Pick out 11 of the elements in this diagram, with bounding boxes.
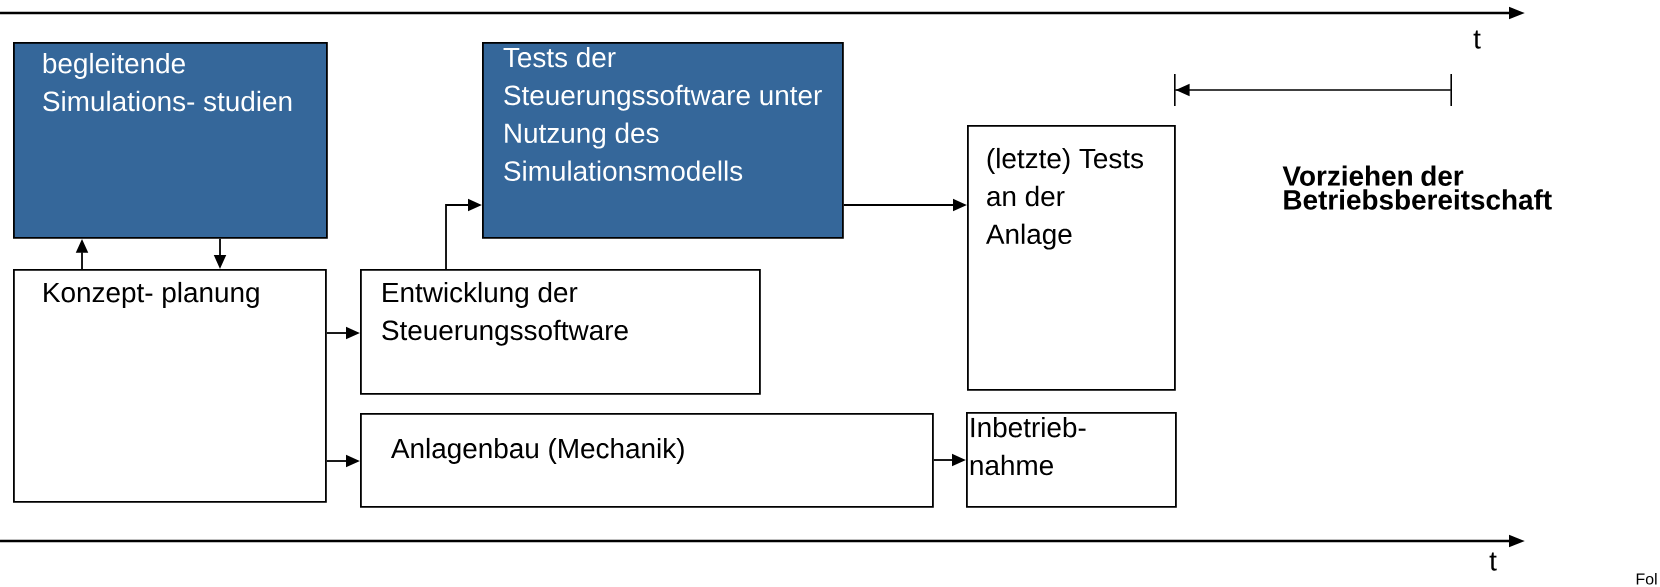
process-box: Entwicklung der Steuerungssoftware [360, 269, 761, 395]
process-box: Anlagenbau (Mechanik) [360, 413, 934, 508]
process-box: begleitende Simulations- studien [13, 42, 328, 239]
page-footer: Fol [1636, 572, 1657, 585]
process-box: (letzte) Tests an der Anlage [967, 125, 1176, 391]
note-text: Vorziehen der Betriebsbereitschaft [1282, 165, 1552, 210]
process-box: Inbetrieb- nahme [966, 412, 1177, 508]
axis-label: t [1489, 552, 1497, 571]
process-box: Tests der Steuerungssoftware unter Nutzung des Simulationsmodells [482, 42, 844, 239]
axis-label: t [1473, 30, 1481, 49]
process-box: Konzept- planung [13, 269, 327, 503]
